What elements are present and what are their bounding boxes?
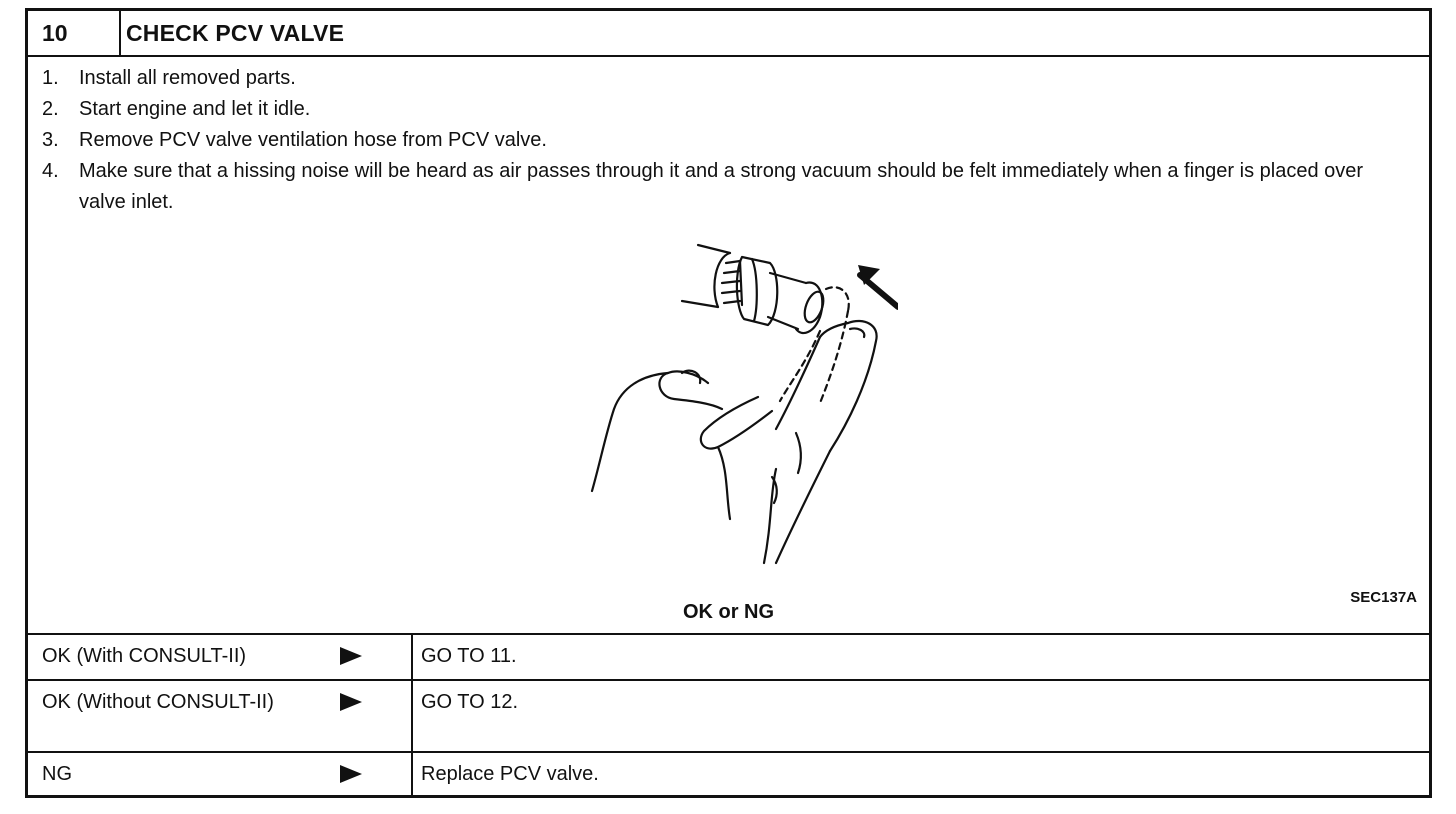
step-number: 10 bbox=[28, 11, 121, 55]
result-arrow bbox=[340, 751, 412, 798]
result-condition: OK (Without CONSULT-II) bbox=[28, 679, 340, 752]
step-title: CHECK PCV VALVE bbox=[126, 20, 345, 46]
instruction-list: 1. Install all removed parts. 2. Start e… bbox=[28, 63, 1429, 218]
instruction-text: Remove PCV valve ventilation hose from P… bbox=[79, 129, 547, 151]
decision-label: OK or NG bbox=[682, 601, 775, 623]
instruction-text: Start engine and let it idle. bbox=[79, 98, 311, 120]
instruction-number: 4. bbox=[42, 160, 59, 182]
instruction-item: 3. Remove PCV valve ventilation hose fro… bbox=[28, 125, 1429, 156]
result-action: GO TO 12. bbox=[411, 679, 1429, 752]
result-arrow bbox=[340, 633, 412, 680]
instruction-number: 1. bbox=[42, 67, 59, 89]
triangle-right-icon bbox=[340, 693, 362, 711]
instruction-number: 3. bbox=[42, 129, 59, 151]
procedure-frame: 10 CHECK PCV VALVE 1. Install all remove… bbox=[25, 8, 1432, 798]
result-arrow bbox=[340, 679, 412, 752]
results-table: OK (With CONSULT-II) GO TO 11. OK (Witho… bbox=[28, 633, 1429, 798]
result-action: Replace PCV valve. bbox=[411, 751, 1429, 798]
table-row: OK (Without CONSULT-II) GO TO 12. bbox=[28, 679, 1429, 752]
triangle-right-icon bbox=[340, 647, 362, 665]
result-condition: OK (With CONSULT-II) bbox=[28, 633, 340, 680]
figure-code: SEC137A bbox=[1350, 589, 1417, 606]
instruction-text: Install all removed parts. bbox=[79, 67, 296, 89]
table-row: OK (With CONSULT-II) GO TO 11. bbox=[28, 633, 1429, 680]
instruction-item: 4. Make sure that a hissing noise will b… bbox=[28, 156, 1429, 218]
instruction-number: 2. bbox=[42, 98, 59, 120]
table-row: NG Replace PCV valve. bbox=[28, 751, 1429, 798]
result-action: GO TO 11. bbox=[411, 633, 1429, 680]
instruction-item: 2. Start engine and let it idle. bbox=[28, 94, 1429, 125]
triangle-right-icon bbox=[340, 765, 362, 783]
hand-finger-over-pcv-valve-illustration bbox=[590, 243, 898, 565]
instruction-item: 1. Install all removed parts. bbox=[28, 63, 1429, 94]
step-header: 10 CHECK PCV VALVE bbox=[28, 11, 1429, 57]
instruction-text: Make sure that a hissing noise will be h… bbox=[79, 160, 1364, 213]
result-condition: NG bbox=[28, 751, 340, 798]
